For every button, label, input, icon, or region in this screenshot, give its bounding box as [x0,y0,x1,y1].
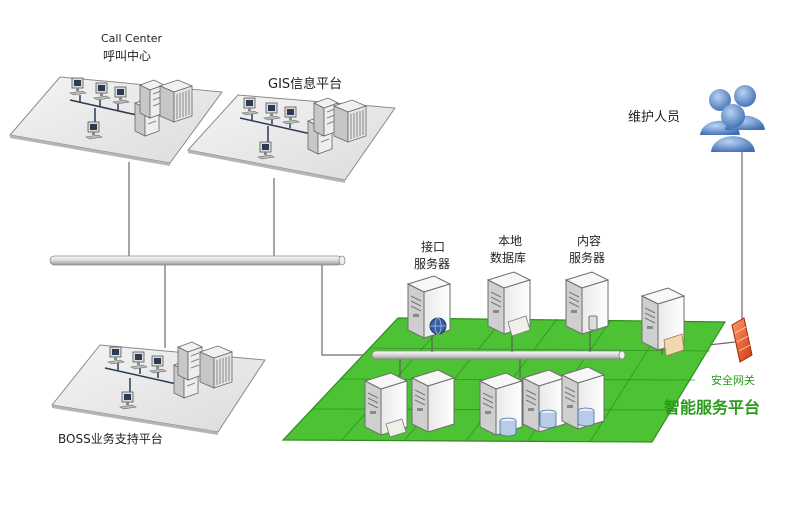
database-icon [577,407,595,427]
server-rack-icon [177,341,203,381]
call-center-platform [9,76,223,166]
backbone-bus [49,255,346,266]
server-icon [411,369,455,433]
server-cabinet-icon [159,79,193,123]
interface-server-label-line2: 服务器 [414,257,451,271]
maintenance-staff-label: 维护人员 [628,110,681,125]
server-cabinet-icon [333,99,367,143]
boss-platform [51,341,266,435]
gis-platform [187,94,396,183]
content-server-icon [565,271,609,335]
firewall-icon [731,317,753,363]
server-cabinet-icon [199,345,233,389]
gis-platform-title: GIS信息平台 [268,77,343,92]
content-server-label-line1: 内容 [577,234,602,248]
call-center-title-en: Call Center [101,32,163,45]
boss-platform-title: BOSS业务支持平台 [58,432,163,446]
intelligent-service-platform [281,271,727,443]
database-icon [499,417,517,437]
content-server-label-line2: 服务器 [569,251,606,265]
call-center-title-cn: 呼叫中心 [103,49,152,63]
maintenance-staff-icon [700,85,765,152]
local-database-label-line2: 数据库 [490,251,527,265]
database-icon [539,409,557,429]
interface-server-label-line1: 接口 [421,240,446,254]
local-database-label-line1: 本地 [498,234,523,248]
security-gateway-label: 安全网关 [711,374,755,387]
intelligent-service-platform-title: 智能服务平台 [664,398,761,417]
